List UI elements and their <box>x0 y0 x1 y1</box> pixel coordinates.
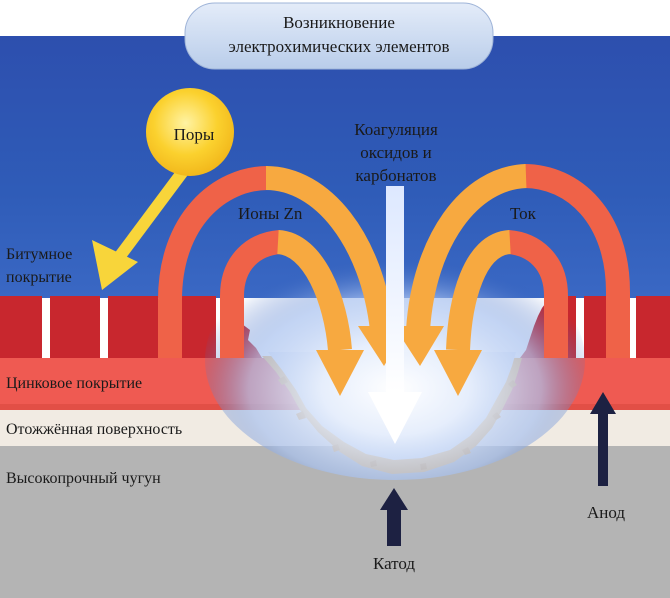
pores-arrow <box>92 158 195 290</box>
anode-label: Анод <box>587 503 625 522</box>
arch-left-inner <box>220 230 352 358</box>
pores-label: Поры <box>174 125 215 144</box>
ductile-iron-label: Высокопрочный чугун <box>6 470 161 487</box>
arch-left-outer <box>158 166 394 358</box>
cathode-arrow <box>380 488 408 546</box>
zinc-ions-label: Ионы Zn <box>238 204 303 223</box>
coagulation-label-line-1: Коагуляция <box>354 120 438 139</box>
arch-right-inner-head <box>434 350 482 396</box>
title-line-1: Возникновение <box>283 13 395 32</box>
coagulation-label-line-3: карбонатов <box>355 166 436 185</box>
bitumen-label-line-2: покрытие <box>6 269 72 286</box>
cathode-label: Катод <box>373 554 415 573</box>
title-box <box>184 2 494 70</box>
arch-right-outer <box>406 164 630 358</box>
zinc-coating-label: Цинковое покрытие <box>6 375 142 392</box>
bitumen-label-line-1: Битумное <box>6 246 72 263</box>
annealed-surface-label: Отожжённая поверхность <box>6 421 182 438</box>
current-label: Ток <box>510 204 537 223</box>
arch-right-inner <box>446 230 568 358</box>
anode-arrow <box>590 392 616 486</box>
title-line-2: электрохимических элементов <box>228 37 449 56</box>
arch-right-outer-head <box>394 326 444 366</box>
coagulation-label-line-2: оксидов и <box>360 143 432 162</box>
coagulation-arrow <box>368 186 422 444</box>
pores-sun <box>146 88 234 176</box>
arch-left-inner-head <box>316 350 364 396</box>
